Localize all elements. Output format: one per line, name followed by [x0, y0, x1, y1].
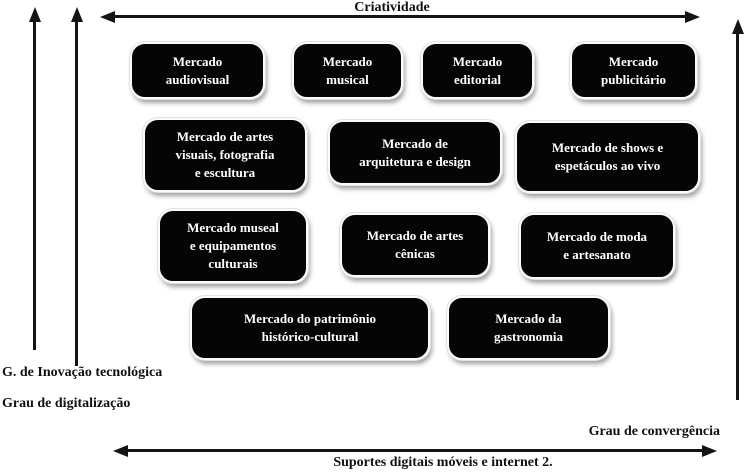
box-mercado-gastronomia: Mercado da gastronomia — [447, 296, 610, 360]
top-axis-arrowhead-right-icon — [685, 10, 700, 23]
bottom-axis-label: Suportes digitais móveis e internet 2. — [333, 455, 553, 470]
convergence-axis-label: Grau de convergência — [588, 424, 720, 439]
digitalization-axis-label: Grau de digitalização — [2, 396, 131, 411]
innovation-axis-label: G. de Inovação tecnológica — [2, 365, 163, 380]
box-mercado-audiovisual: Mercado audiovisual — [130, 42, 265, 99]
box-mercado-artes-cenicas: Mercado de artes cênicas — [340, 213, 490, 277]
box-mercado-arquitetura: Mercado de arquitetura e design — [328, 120, 502, 185]
innovation-axis-arrowhead-icon — [28, 7, 41, 22]
bottom-axis-arrowhead-right-icon — [702, 444, 717, 457]
box-mercado-publicitario: Mercado publicitário — [570, 42, 697, 99]
innovation-axis-line — [33, 20, 36, 350]
box-mercado-musical: Mercado musical — [292, 42, 403, 99]
top-axis-arrowhead-left-icon — [100, 10, 115, 23]
bottom-axis-arrowhead-left-icon — [113, 444, 128, 457]
digitalization-axis-arrowhead-icon — [70, 7, 83, 22]
box-mercado-moda: Mercado de moda e artesanato — [519, 213, 675, 279]
right-axis-arrowhead-icon — [731, 19, 744, 34]
right-axis-line — [736, 32, 739, 400]
bottom-axis-line — [125, 449, 705, 452]
box-mercado-patrimonio: Mercado do patrimônio histórico-cultural — [190, 296, 430, 360]
box-mercado-editorial: Mercado editorial — [421, 42, 534, 99]
top-axis-label: Criatividade — [354, 0, 430, 15]
box-mercado-shows: Mercado de shows e espetáculos ao vivo — [515, 121, 700, 193]
box-mercado-artes-visuais: Mercado de artes visuais, fotografia e e… — [143, 118, 307, 192]
top-axis-line — [112, 15, 688, 18]
digitalization-axis-line — [75, 20, 78, 366]
box-mercado-museal: Mercado museal e equipamentos culturais — [158, 209, 308, 283]
